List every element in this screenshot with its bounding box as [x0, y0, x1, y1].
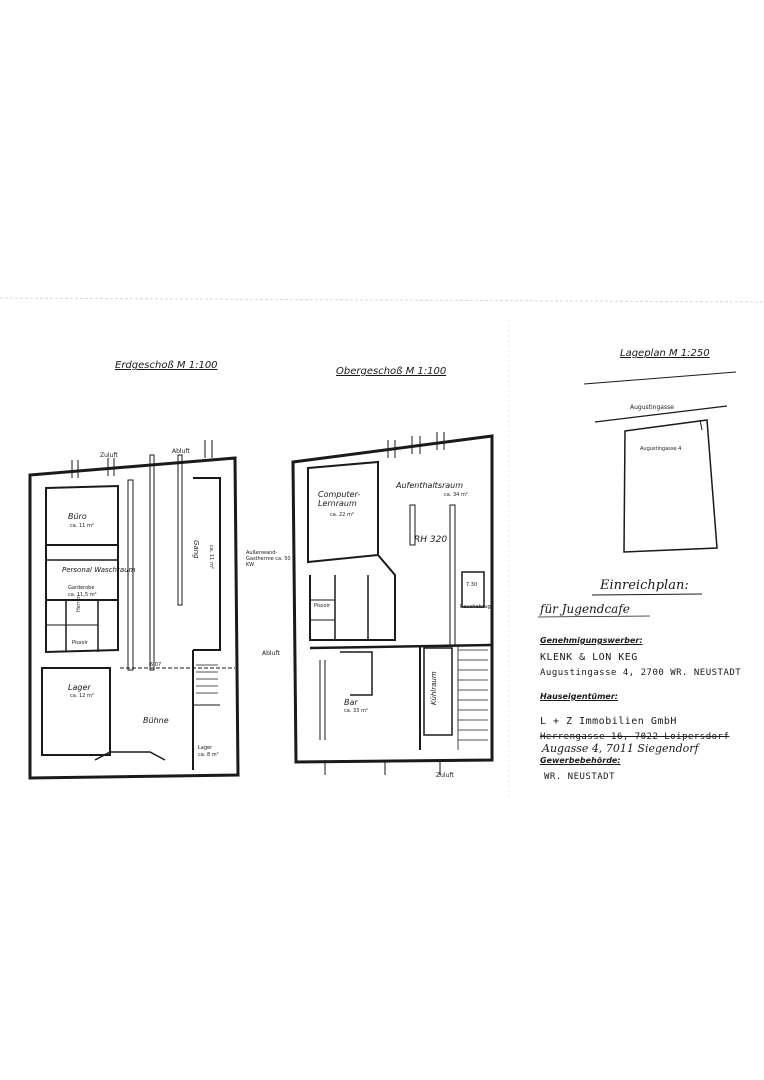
room-storage2-label: Lager	[198, 745, 213, 751]
plot-outline	[623, 419, 718, 553]
upper-supply-air-label: Zuluft	[436, 772, 454, 779]
room-cold-room-label: Kühlraum	[430, 671, 438, 705]
ground-floor-service-block	[45, 484, 119, 654]
room-office-label: Büro	[68, 512, 87, 521]
room-stage-label: Bühne	[143, 716, 169, 725]
upper-box-dimension: 7.30	[466, 582, 478, 588]
title-block-heading: Einreichplan:	[600, 578, 689, 593]
authority-name: WR. NEUSTADT	[544, 772, 616, 782]
upper-floor-smoke-box	[461, 571, 485, 608]
site-plot-label: Augustingasse 4	[640, 446, 682, 452]
owner-label: Hauseigentümer:	[540, 692, 618, 701]
outdoor-unit-label: Außenwand-Gastherme ca. 50 KW	[246, 550, 291, 568]
title-block-purpose: für Jugendcafe	[540, 602, 630, 616]
ground-exhaust-air-label: Abluft	[172, 448, 190, 455]
site-plan-title-line	[583, 371, 737, 385]
room-staff-area: ca. 11,5 m²	[68, 592, 97, 598]
owner-address-old: Herrengasse 16, 7022 Loipersdorf	[540, 732, 730, 742]
room-computer-area: ca. 22 m²	[330, 512, 354, 518]
authority-label: Gewerbebehörde:	[540, 756, 621, 765]
upper-floor-outer-wall	[291, 434, 494, 764]
upper-floor-cold-room	[423, 647, 453, 736]
ground-stage-dimension: 6.07	[150, 662, 162, 668]
room-lounge-label: Aufenthaltsraum	[396, 481, 464, 490]
room-staff-washroom-label: Personal Waschraum	[62, 566, 136, 574]
applicant-address: Augustingasse 4, 2700 WR. NEUSTADT	[540, 668, 742, 678]
upper-floor-stairs	[457, 645, 488, 750]
ground-floor-title: Erdgeschoß M 1:100	[115, 360, 218, 371]
room-lounge-area: ca. 34 m²	[444, 492, 468, 498]
upper-pissoir-label: Pissoir	[314, 603, 331, 609]
ground-floor-corridor	[193, 477, 221, 651]
ground-supply-air-label: Zuluft	[100, 452, 118, 459]
ground-floor-outer-wall	[28, 456, 240, 780]
room-bar-label: Bar	[344, 698, 358, 707]
room-corridor-label: Gang	[192, 540, 200, 559]
smoke-extraction-label: Rauchabzug	[460, 604, 491, 610]
room-storage-area: ca. 12 m²	[70, 693, 94, 699]
room-storage-label: Lager	[68, 683, 91, 692]
fold-line	[0, 297, 764, 303]
room-storage2-area: ca. 8 m²	[198, 752, 219, 758]
street-edge-line	[594, 405, 728, 423]
room-men-label: Herren	[76, 595, 82, 612]
room-pissoir-label: Pissoir	[72, 640, 89, 646]
applicant-name: KLENK & LON KEG	[540, 652, 638, 663]
room-office-area: ca. 11 m²	[70, 523, 94, 529]
applicant-label: Genehmigungswerber:	[540, 636, 643, 645]
room-staff-wardrobe-label: Garderobe	[68, 585, 95, 591]
ground-floor-stairs	[196, 664, 218, 694]
site-plan	[583, 371, 737, 553]
owner-address-new: Augasse 4, 7011 Siegendorf	[542, 742, 699, 755]
site-plan-title: Lageplan M 1:250	[620, 348, 710, 359]
ground-floor-plan	[28, 440, 240, 780]
upper-floor-plan	[291, 432, 494, 775]
site-street-label: Augustingasse	[630, 404, 674, 411]
title-block-lines	[537, 593, 703, 618]
ceiling-height-label: RH 320	[414, 535, 448, 545]
stage-front	[94, 751, 166, 761]
room-bar-area: ca. 33 m²	[344, 708, 368, 714]
room-corridor-area: ca. 11 m²	[208, 545, 214, 569]
ground-floor-storage	[41, 667, 111, 756]
owner-name: L + Z Immobilien GmbH	[540, 716, 677, 727]
room-computer-label: Computer-Lernraum	[318, 490, 361, 508]
upper-floor-title: Obergeschoß M 1:100	[336, 366, 447, 377]
upper-exhaust-air-label: Abluft	[262, 650, 280, 657]
